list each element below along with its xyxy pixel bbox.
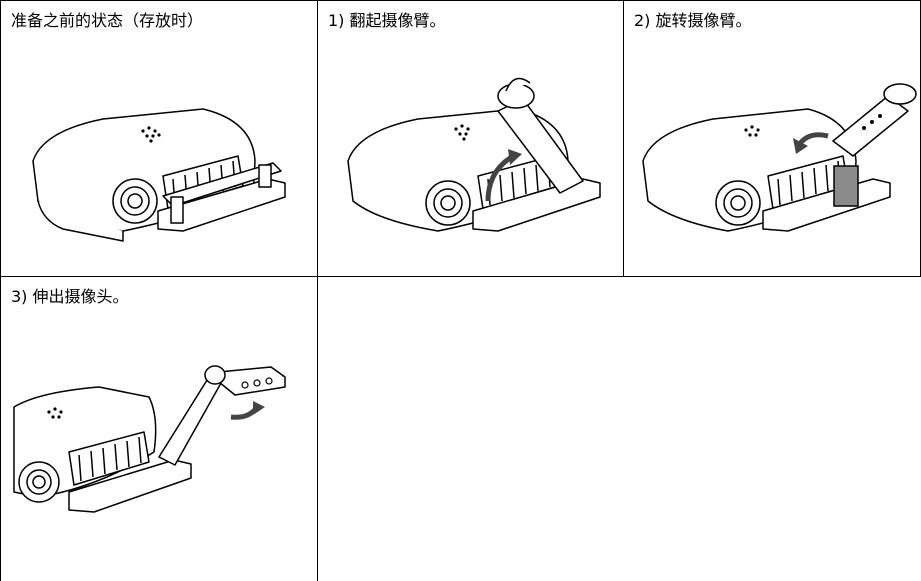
table-border-left (0, 0, 1, 581)
step-cell-2: 2) 旋转摄像臂。 (624, 1, 920, 276)
projector-arm-rotated-illustration (642, 83, 917, 232)
table-divider-vertical-1 (317, 0, 318, 581)
table-divider-vertical-2 (623, 0, 624, 277)
projector-stored-illustration (32, 108, 286, 242)
step-caption-2: 2) 旋转摄像臂。 (634, 11, 752, 30)
step-cell-1: 1) 翻起摄像臂。 (318, 1, 623, 276)
projector-camera-extended-illustration (13, 365, 286, 513)
projector-arm-raised-illustration (347, 77, 601, 232)
step-caption-3: 3) 伸出摄像头。 (11, 287, 129, 306)
table-border-top (0, 0, 921, 1)
step-caption-1: 1) 翻起摄像臂。 (328, 11, 446, 30)
step-cell-stored: 准备之前的状态（存放时） (1, 1, 317, 276)
table-divider-horizontal (0, 276, 921, 277)
step-caption-stored: 准备之前的状态（存放时） (11, 11, 204, 30)
step-cell-3: 3) 伸出摄像头。 (1, 277, 317, 581)
